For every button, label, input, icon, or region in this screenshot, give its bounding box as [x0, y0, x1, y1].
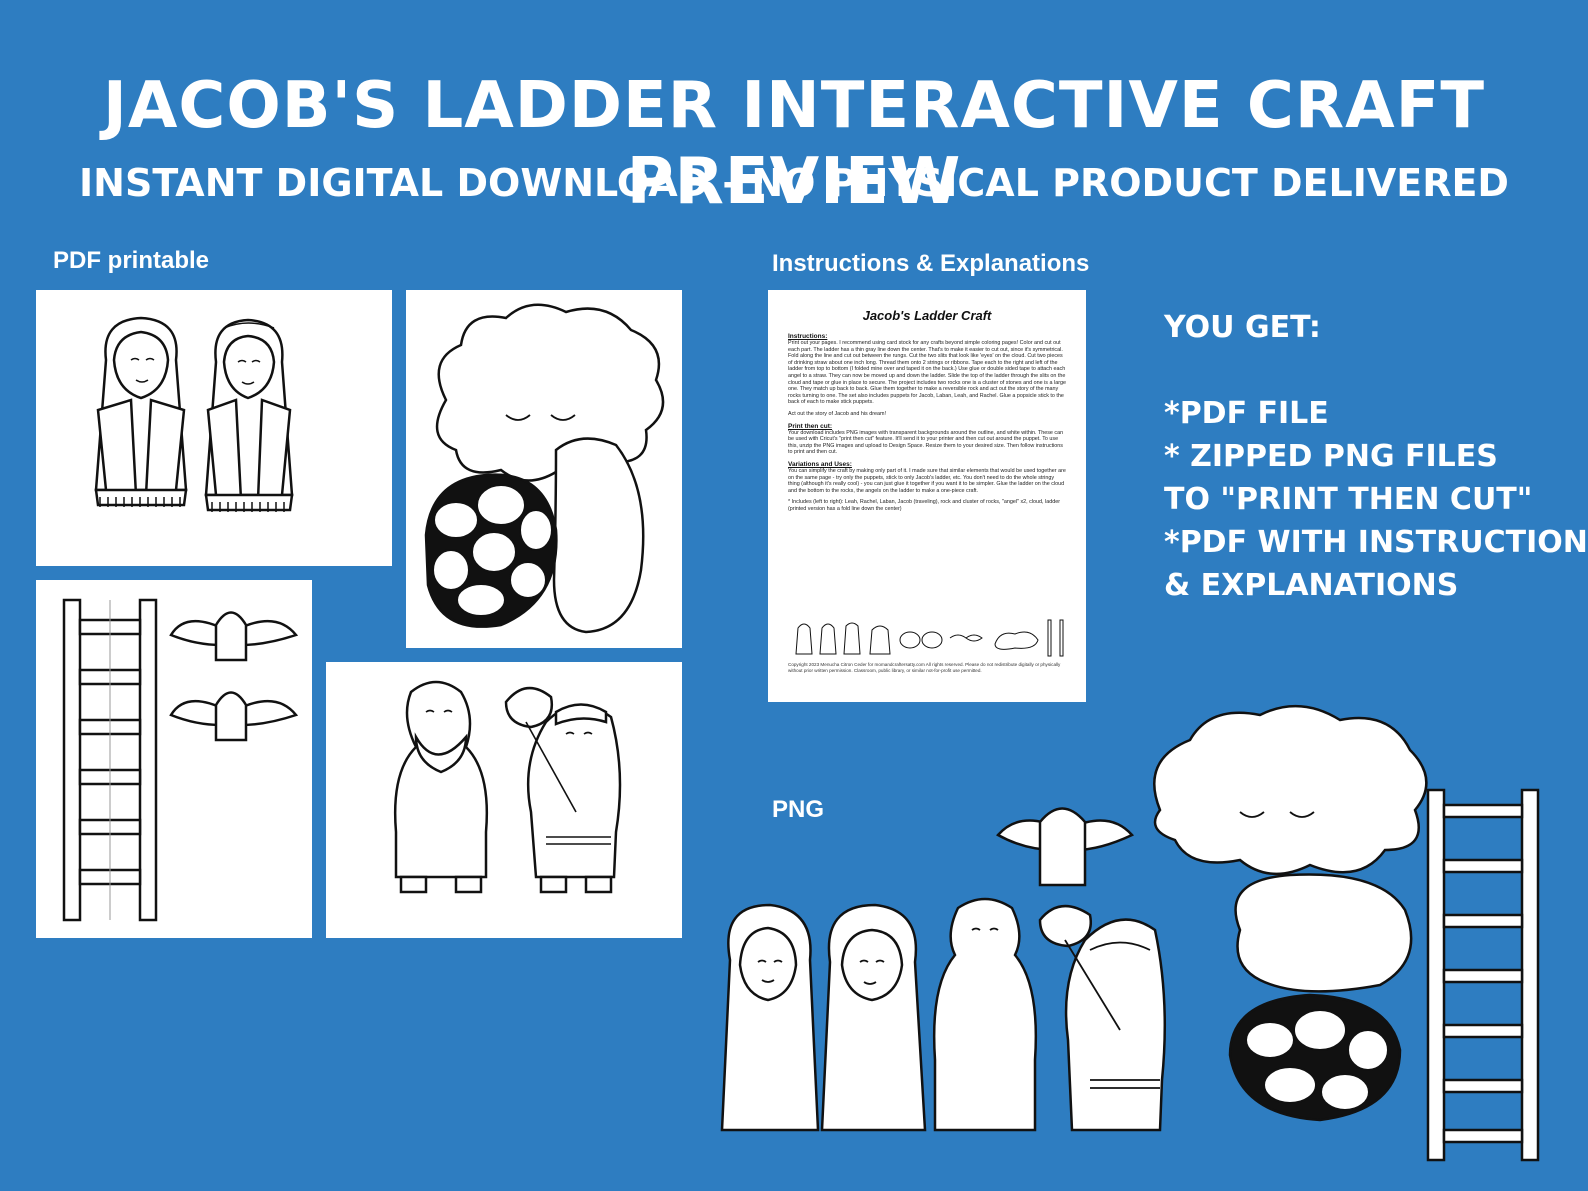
you-get-item: & explanations: [1164, 568, 1459, 603]
print-cut-text: Your download includes PNG images with t…: [788, 429, 1064, 456]
ladder-angels-illustration: [62, 598, 299, 922]
copyright-text: Copyright 2023 Menucha Citron Ceder for …: [788, 662, 1061, 673]
you-get-heading: You get:: [1164, 310, 1321, 345]
variations-text: You can simplify the craft by making onl…: [788, 467, 1066, 494]
png-cutouts-illustration: [720, 704, 1540, 1162]
act-out-text: Act out the story of Jacob and his dream…: [788, 410, 886, 417]
instructions-document: Jacob's Ladder Craft Instructions: Print…: [768, 290, 1086, 702]
variations-heading: Variations and Uses:: [788, 460, 852, 468]
cloud-rocks-illustration: [424, 303, 665, 634]
page-subtitle: Instant Digital Download - No Physical P…: [79, 161, 1509, 205]
page-title: Jacob's Ladder Interactive Craft Preview: [103, 69, 1485, 219]
puppets-leah-rachel-illustration: [94, 316, 294, 512]
png-label: PNG: [772, 796, 825, 823]
pdf-page-ladder-angels: [36, 580, 312, 938]
you-get-item: *PDF file: [1164, 396, 1329, 431]
instructions-text: Print out your pages. I recommend using …: [788, 340, 1066, 406]
document-thumbnails: [795, 619, 1064, 657]
png-cutouts: [700, 700, 1560, 1170]
you-get-item: *PDF with instructions: [1164, 525, 1588, 560]
includes-text: * Includes (left to right): Leah, Rachel…: [788, 499, 1061, 512]
you-get-item: * Zipped PNG files: [1164, 439, 1498, 474]
instructions-label: Instructions & Explanations: [772, 250, 1090, 277]
you-get-list: You get: *PDF file * Zipped PNG files to…: [1164, 306, 1588, 607]
puppets-laban-jacob-illustration: [393, 680, 622, 894]
document-title: Jacob's Ladder Craft: [862, 308, 992, 323]
you-get-item: to "print then cut": [1164, 482, 1533, 517]
pdf-printable-label: PDF printable: [53, 247, 210, 274]
print-cut-heading: Print then cut:: [788, 422, 833, 430]
instructions-heading: Instructions:: [788, 333, 828, 340]
pdf-page-leah-rachel: [36, 290, 392, 566]
pdf-page-cloud-rocks: [406, 290, 682, 648]
pdf-page-laban-jacob: [326, 662, 682, 938]
